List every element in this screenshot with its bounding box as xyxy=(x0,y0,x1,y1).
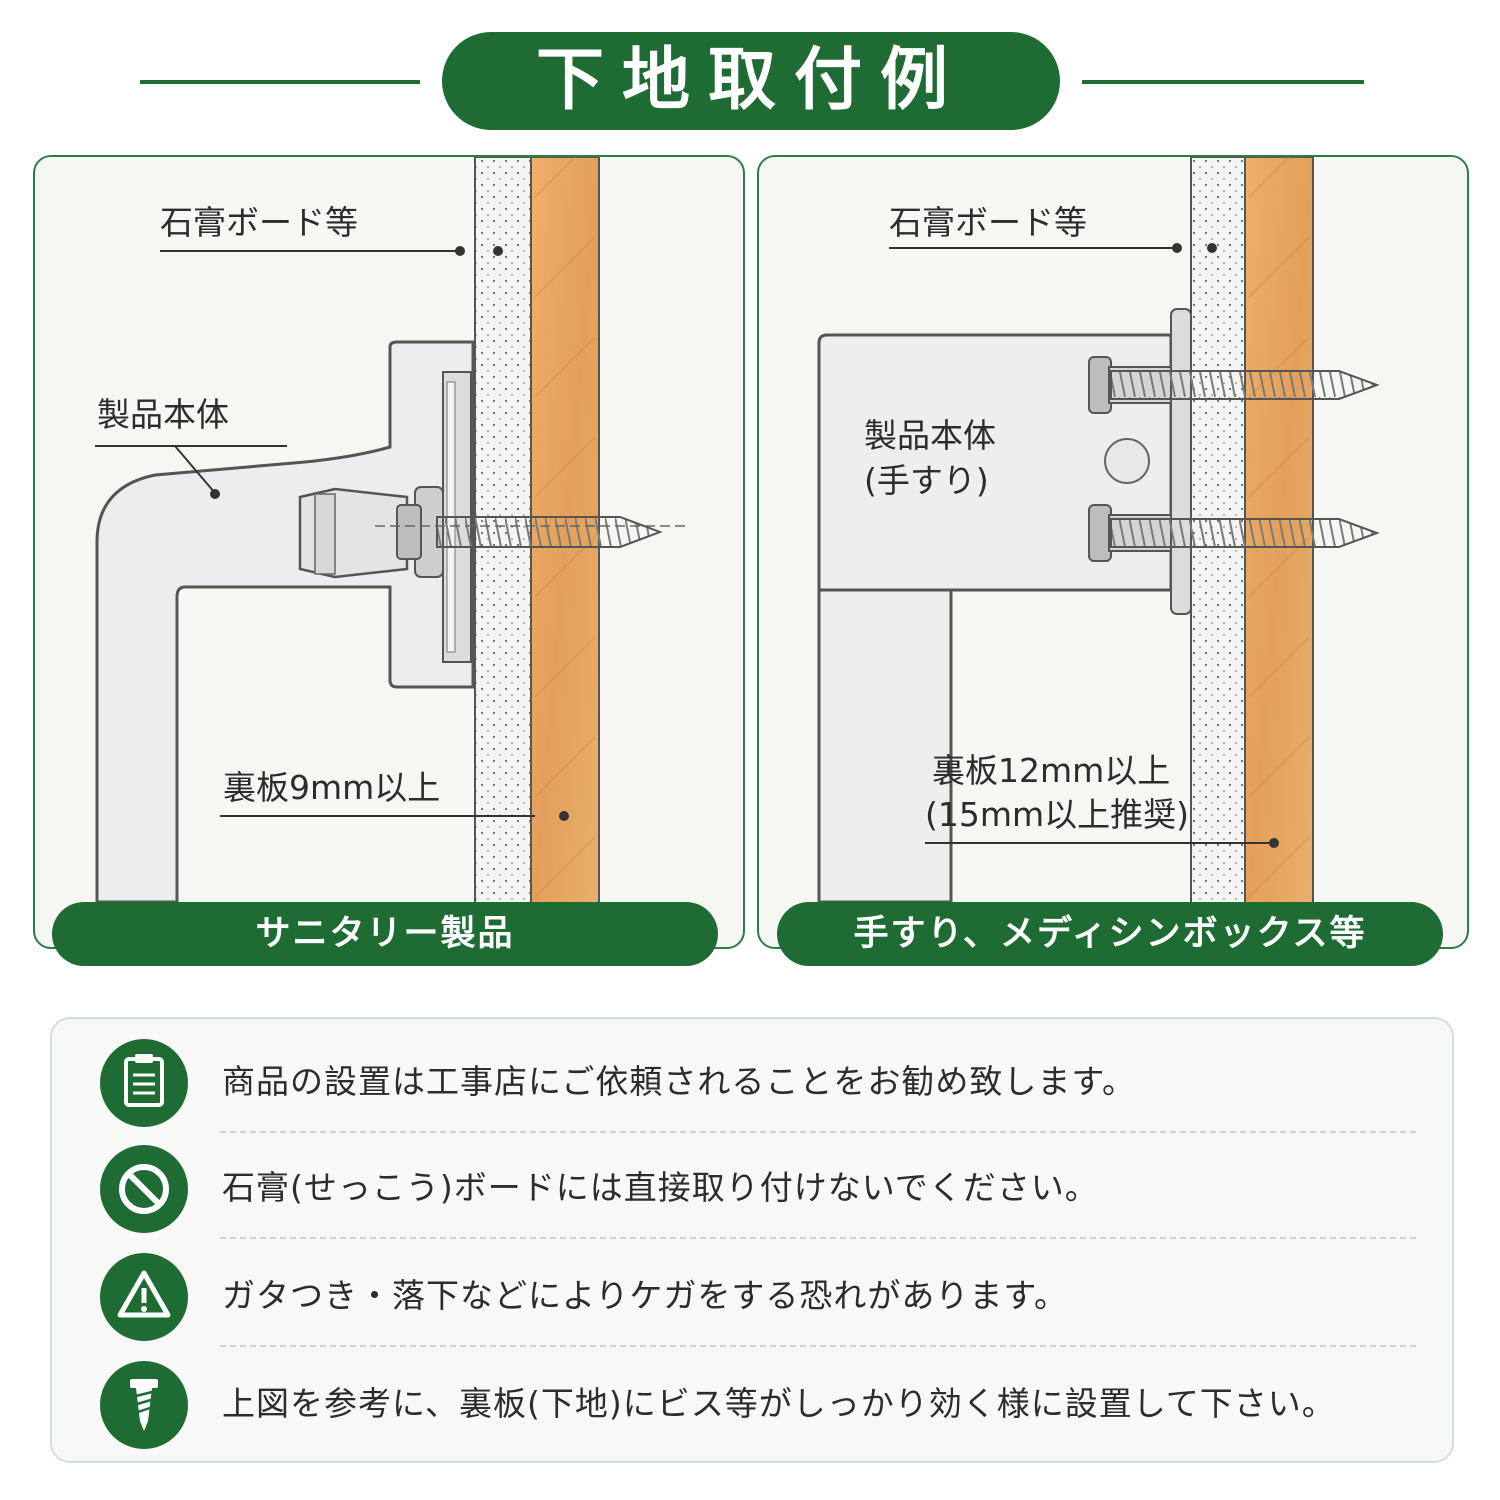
note-row: 上図を参考に、裏板(下地)にビス等がしっかり効く様に設置して下さい。 xyxy=(52,1349,1452,1455)
panel-handrail: 石膏ボード等 製品本体 (手すり) 裏板12mm以上 (15mm以上推奨) xyxy=(757,155,1469,949)
screw-icon xyxy=(100,1361,188,1449)
backing-label: 裏板9mm以上 xyxy=(223,768,441,807)
clipboard-icon xyxy=(100,1039,188,1127)
backing-label-line1: 裏板12mm以上 xyxy=(932,751,1171,790)
note-text: 商品の設置は工事店にご依頼されることをお勧め致します。 xyxy=(222,1062,1137,1101)
product-label: 製品本体 xyxy=(97,395,229,434)
note-divider xyxy=(220,1345,1416,1347)
screw xyxy=(436,516,663,548)
product-body xyxy=(817,333,1173,904)
title-line-left xyxy=(140,80,420,84)
panel-sanitary: 石膏ボード等 製品本体 裏板9mm以上 xyxy=(33,155,745,949)
title-line-right xyxy=(1082,80,1364,84)
screw xyxy=(1110,518,1380,548)
product-label-line1: 製品本体 xyxy=(864,416,996,455)
gypsum-board xyxy=(1190,157,1246,947)
page-title: 下地取付例 xyxy=(442,32,1060,130)
wood-backing xyxy=(1244,157,1314,947)
note-text: ガタつき・落下などによりケガをする恐れがあります。 xyxy=(222,1276,1069,1315)
product-body xyxy=(95,340,475,904)
sanitary-mount-diagram xyxy=(95,157,685,947)
gypsum-label: 石膏ボード等 xyxy=(889,203,1087,242)
caption-sanitary: サニタリー製品 xyxy=(52,902,718,966)
wood-backing xyxy=(530,157,600,947)
note-divider xyxy=(220,1131,1416,1133)
notes-box: 商品の設置は工事店にご依頼されることをお勧め致します。 石膏(せっこう)ボードに… xyxy=(50,1017,1454,1463)
handrail-mount-diagram xyxy=(817,157,1380,947)
backing-label-line2: (15mm以上推奨) xyxy=(925,795,1190,834)
note-row: 商品の設置は工事店にご依頼されることをお勧め致します。 xyxy=(52,1027,1452,1133)
note-text: 石膏(せっこう)ボードには直接取り付けないでください。 xyxy=(222,1168,1099,1207)
caption-handrail: 手すり、メディシンボックス等 xyxy=(777,902,1443,966)
note-row: 石膏(せっこう)ボードには直接取り付けないでください。 xyxy=(52,1133,1452,1239)
warning-icon xyxy=(100,1253,188,1341)
note-divider xyxy=(220,1237,1416,1239)
gypsum-board xyxy=(474,157,532,947)
prohibited-icon xyxy=(100,1145,188,1233)
product-label-line2: (手すり) xyxy=(864,461,989,500)
screw xyxy=(1110,370,1380,400)
note-row: ガタつき・落下などによりケガをする恐れがあります。 xyxy=(52,1241,1452,1347)
note-text: 上図を参考に、裏板(下地)にビス等がしっかり効く様に設置して下さい。 xyxy=(222,1384,1336,1423)
gypsum-label: 石膏ボード等 xyxy=(160,203,358,242)
